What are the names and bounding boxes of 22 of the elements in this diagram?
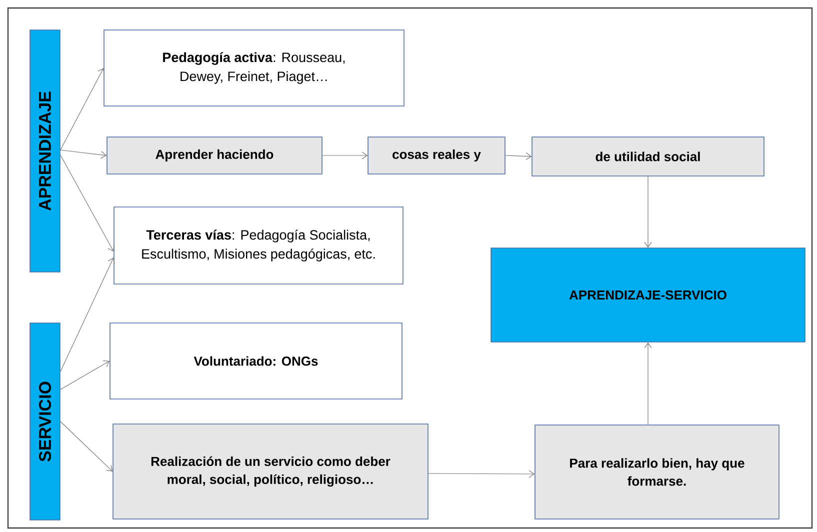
process-box: cosas reales y [368,136,506,174]
arrow [60,68,104,150]
process-box: Aprender haciendo [106,136,322,174]
result-box: APRENDIZAJE-SERVICIO [490,248,806,342]
vertical-label-bar: APRENDIZAJE [30,30,60,272]
arrow [322,152,368,160]
text-box: Pedagogía activa: Rousseau, Dewey, Freinet, Piaget… [104,30,404,106]
text-box: Terceras vías: Pedagogía Socialista, Escultismo, Misiones pedagógicas, etc. [114,206,404,284]
arrow [60,150,107,159]
arrow [428,470,535,478]
arrow [505,152,532,160]
process-box: de utilidad social [532,136,764,176]
process-box: Realización de un servicio como deber moral, social, político, religioso… [112,424,428,520]
arrow [60,154,114,252]
arrow [60,258,115,372]
text-box: Voluntariado: ONGs [110,322,402,400]
process-box: Para realizarlo bien, hay que formarse. [534,424,780,520]
arrow [60,421,113,472]
arrow [644,342,652,425]
arrow [60,360,110,390]
arrow [644,176,652,248]
vertical-label-bar: SERVICIO [30,322,60,520]
